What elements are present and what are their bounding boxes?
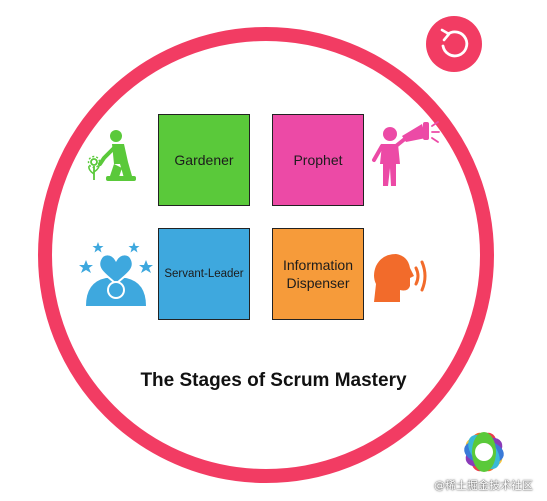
colorful-hands-logo	[464, 432, 504, 472]
diagram-title: The Stages of Scrum Mastery	[140, 370, 407, 391]
watermark-text: @稀土掘金技术社区	[434, 479, 533, 492]
refresh-cycle-icon	[426, 16, 482, 72]
speaking-head-icon	[374, 254, 427, 302]
stage-prophet-label: Prophet	[293, 151, 343, 168]
stage-servant-leader-box: Servant-Leader	[158, 228, 250, 320]
stage-information-dispenser-box: Information Dispenser	[272, 228, 364, 320]
stage-gardener-box: Gardener	[158, 114, 250, 206]
gardener-icon	[87, 130, 136, 181]
stage-information-dispenser-label: Information Dispenser	[282, 256, 354, 291]
stage-prophet-box: Prophet	[272, 114, 364, 206]
stage-servant-leader-label: Servant-Leader	[164, 267, 244, 280]
servant-heart-icon	[79, 242, 153, 306]
prophet-megaphone-icon	[372, 121, 440, 186]
stage-gardener-label: Gardener	[174, 151, 234, 168]
